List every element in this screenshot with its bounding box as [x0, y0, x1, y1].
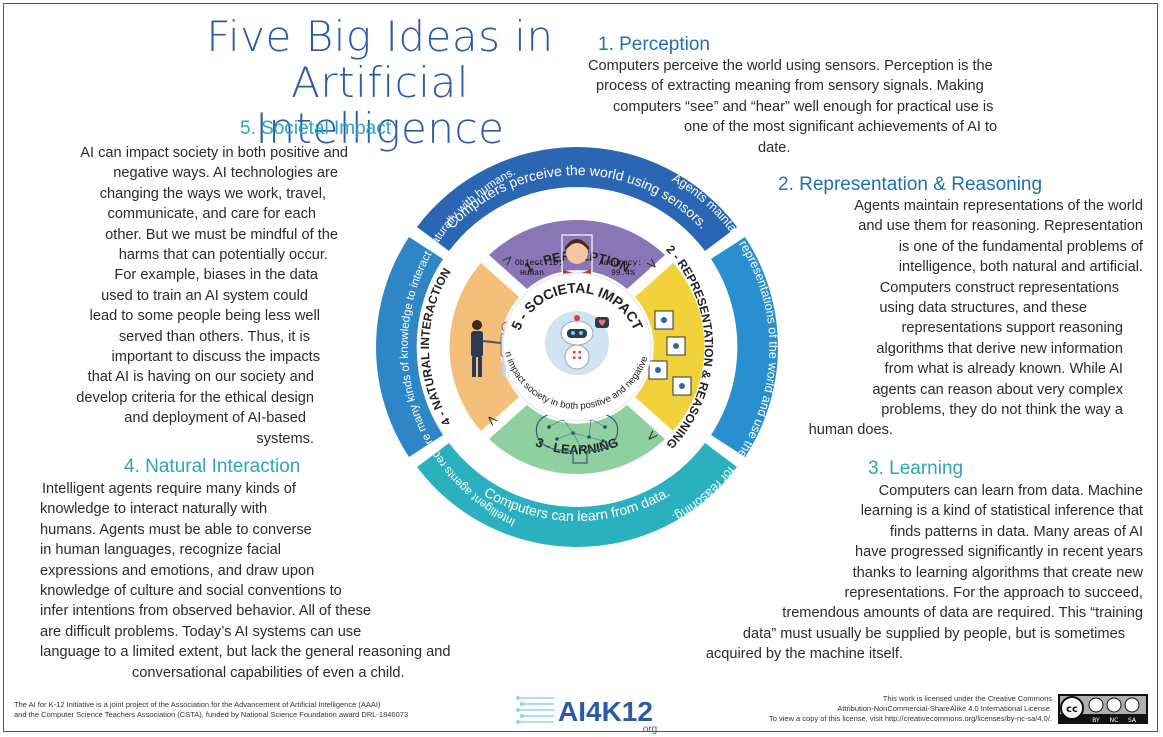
learning-line: data” must usually be supplied by people… — [742, 625, 1125, 642]
title-line-2: Artificial Intelligence — [255, 58, 505, 153]
learning-line: finds patterns in data. Many areas of AI — [889, 523, 1143, 540]
perception-line: computers “see” and “hear” well enough f… — [613, 98, 994, 115]
interaction-line: in human languages, recognize facial — [40, 542, 281, 559]
interaction-line: are difficult problems. Today’s AI syste… — [40, 623, 362, 640]
societal-text: AI can impact society in both positive a… — [40, 143, 358, 449]
societal-line: used to train an AI system could — [101, 287, 308, 304]
learning-heading: 3. Learning — [868, 458, 964, 479]
societal-line: systems. — [256, 430, 314, 447]
perception-line: one of the most significant achievements… — [684, 119, 998, 136]
cc-license-badge: cc BY NC SA — [1058, 694, 1148, 724]
representation-line: algorithms that derive new information — [876, 340, 1123, 357]
societal-line: changing the ways we work, travel, — [99, 185, 326, 202]
svg-text:♥: ♥ — [598, 319, 606, 329]
representation-line: intelligence, both natural and artificia… — [898, 259, 1143, 276]
representation-line: agents can reason about very complex — [872, 381, 1123, 398]
representation-line: human does. — [808, 422, 893, 439]
representation-line: Computers construct representations — [879, 279, 1119, 296]
representation-line: problems, they do not think the way a — [881, 402, 1123, 419]
robot-icon: ♥ — [545, 311, 609, 375]
societal-line: For example, biases in the data — [114, 267, 318, 284]
object-id-label: Object ID: — [515, 259, 563, 268]
accuracy-label: Accuracy: — [599, 259, 642, 268]
poster-frame — [3, 3, 1158, 732]
cc-icon — [1060, 696, 1084, 720]
representation-line: is one of the fundamental problems of — [898, 238, 1143, 255]
perception-line: Computers perceive the world using senso… — [588, 58, 993, 74]
societal-line: harms that can potentially occur. — [118, 247, 328, 264]
footer-license: This work is licensed under the Creative… — [740, 694, 1052, 724]
svg-text:cc: cc — [1066, 704, 1078, 715]
ring-segment-learning — [417, 443, 737, 547]
learning-line: tremendous amounts of data are required.… — [782, 605, 1143, 622]
footer-left-line: and the Computer Science Teachers Associ… — [14, 710, 409, 719]
representation-line: representations support reasoning — [901, 320, 1123, 337]
societal-line: that AI is having on our society and — [87, 369, 314, 386]
interaction-line: language to a limited extent, but lack t… — [40, 644, 451, 661]
interaction-line: infer intentions from observed behavior.… — [40, 603, 371, 620]
representation-line: from what is already known. While AI — [884, 361, 1123, 378]
perception-heading: 1. Perception — [598, 34, 710, 55]
societal-line: and deployment of AI-based — [124, 410, 306, 427]
quadrant-label-learning: 3 - LEARNING — [534, 434, 621, 457]
perception-text: Computers perceive the world using senso… — [588, 56, 1068, 158]
societal-line: AI can impact society in both positive a… — [80, 145, 348, 161]
interaction-line: conversational capabilities of even a ch… — [132, 664, 405, 681]
representation-line: and use them for reasoning. Representati… — [858, 218, 1143, 235]
representation-heading: 2. Representation & Reasoning — [778, 174, 1043, 195]
page-title: Five Big Ideas in Artificial Intelligenc… — [178, 14, 582, 152]
by-icon — [1088, 697, 1104, 713]
interaction-line: expressions and emotions, and draw upon — [40, 562, 315, 579]
logo-text: AI4K12 — [558, 696, 653, 727]
interaction-line: humans. Agents must be able to converse — [40, 521, 312, 538]
societal-line: negative ways. AI technologies are — [113, 165, 338, 182]
title-line-1: Five Big Ideas in — [206, 12, 554, 61]
learning-line: have progressed significantly in recent … — [855, 544, 1143, 561]
ring-segment-interaction — [376, 237, 443, 457]
societal-line: lead to some people being less well — [89, 308, 320, 325]
nc-icon — [1106, 697, 1122, 713]
five-ideas-wheel: Computers perceive the world using senso… — [376, 147, 780, 547]
societal-line: other. But we must be mindful of the — [105, 226, 338, 243]
representation-line: using data structures, and these — [879, 300, 1087, 317]
learning-line: Computers can learn from data. Machine — [878, 483, 1143, 499]
footer-left-line: The AI for K-12 Initiative is a joint pr… — [14, 700, 381, 709]
ai4k12-logo: AI4K12 .org — [516, 696, 657, 734]
cc-by-label: BY — [1092, 717, 1100, 724]
interaction-heading: 4. Natural Interaction — [124, 456, 301, 477]
quadrant-label-learning-path: 3 - LEARNING — [534, 434, 621, 457]
societal-line: important to discuss the impacts — [111, 349, 320, 366]
panel-interaction — [449, 263, 519, 431]
learning-text: Computers can learn from data. Machine l… — [620, 481, 1143, 665]
societal-line: develop criteria for the ethical design — [76, 389, 314, 406]
learning-line: representations. For the approach to suc… — [844, 585, 1143, 602]
learning-line: thanks to learning algorithms that creat… — [852, 564, 1143, 581]
representation-line: Agents maintain representations of the w… — [854, 198, 1143, 214]
perception-line: date. — [758, 139, 791, 156]
interaction-line: Intelligent agents require many kinds of — [42, 481, 296, 497]
logo-suffix: .org — [640, 724, 657, 734]
interaction-line: knowledge of culture and social conventi… — [40, 583, 342, 600]
footer-right-line: This work is licensed under the Creative… — [882, 694, 1052, 703]
footer-right-line: To view a copy of this license, visit ht… — [768, 714, 1052, 723]
accuracy-value: 99.4% — [611, 269, 635, 278]
cc-sa-label: SA — [1128, 717, 1137, 724]
societal-heading: 5. Societal Impact — [240, 118, 392, 139]
footer-right-line: Attribution-NonCommercial-ShareAlike 4.0… — [837, 704, 1052, 713]
object-id-value: Human — [520, 269, 544, 278]
representation-text: Agents maintain representations of the w… — [778, 196, 1143, 441]
dice-stack-illustration — [648, 310, 692, 396]
sa-icon — [1124, 697, 1140, 713]
ring-segment-perception — [417, 147, 737, 251]
footer-attribution: The AI for K-12 Initiative is a joint pr… — [14, 700, 408, 720]
learning-line: acquired by the machine itself. — [705, 646, 903, 663]
societal-line: served than others. Thus, it is — [118, 328, 310, 345]
societal-line: communicate, and care for each — [107, 206, 316, 223]
interaction-line: knowledge to interact naturally with — [40, 501, 268, 518]
cc-nc-label: NC — [1110, 717, 1119, 724]
ring-segment-representation — [711, 237, 778, 457]
perception-line: process of extracting meaning from senso… — [596, 78, 984, 95]
interaction-text: Intelligent agents require many kinds of… — [40, 479, 510, 683]
learning-line: learning is a kind of statistical infere… — [860, 503, 1143, 520]
